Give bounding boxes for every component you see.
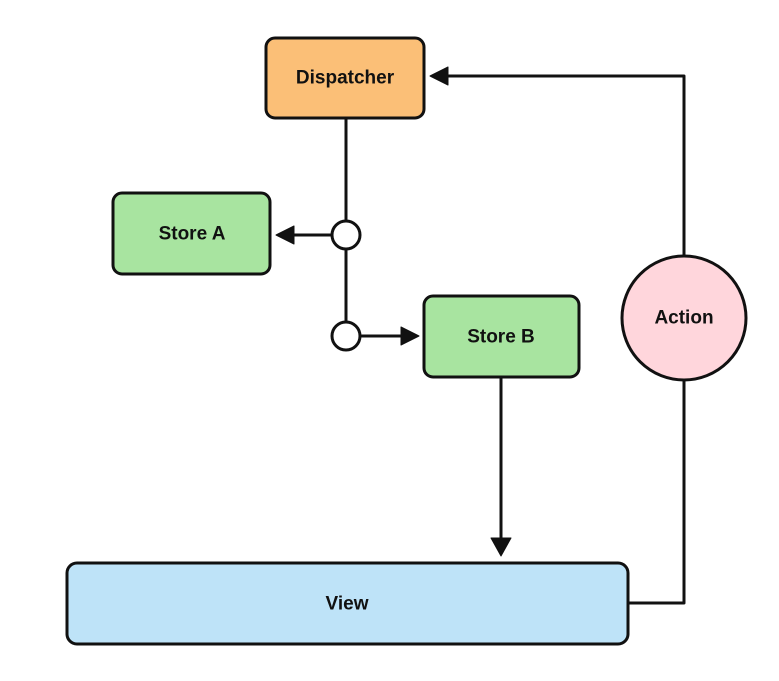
arrowhead-store-a: [275, 225, 295, 245]
arrowhead-view: [490, 537, 512, 557]
store-b-box: [422, 294, 581, 379]
junction-store-b: [330, 320, 362, 352]
view-node: View: [65, 561, 630, 646]
arrowhead-store-b: [400, 326, 420, 346]
action-circle: [620, 254, 748, 382]
dispatcher-node: Dispatcher: [264, 36, 426, 120]
store-a-label: Store A: [159, 224, 226, 245]
view-box: [65, 561, 630, 646]
dispatcher-box: [264, 36, 426, 120]
store-b-label: Store B: [467, 327, 535, 348]
connectors: [275, 66, 686, 605]
action-label: Action: [654, 308, 713, 329]
arrowhead-dispatcher: [429, 66, 449, 86]
edge-action-to-dispatcher: [443, 74, 686, 258]
dispatcher-label: Dispatcher: [296, 68, 395, 89]
store-a-node: Store A: [111, 191, 272, 276]
view-label: View: [326, 594, 369, 615]
store-b-node: Store B: [422, 294, 581, 379]
action-node: Action: [620, 254, 748, 382]
edge-view-to-action: [626, 378, 686, 605]
junction-store-a: [330, 219, 362, 251]
store-a-box: [111, 191, 272, 276]
